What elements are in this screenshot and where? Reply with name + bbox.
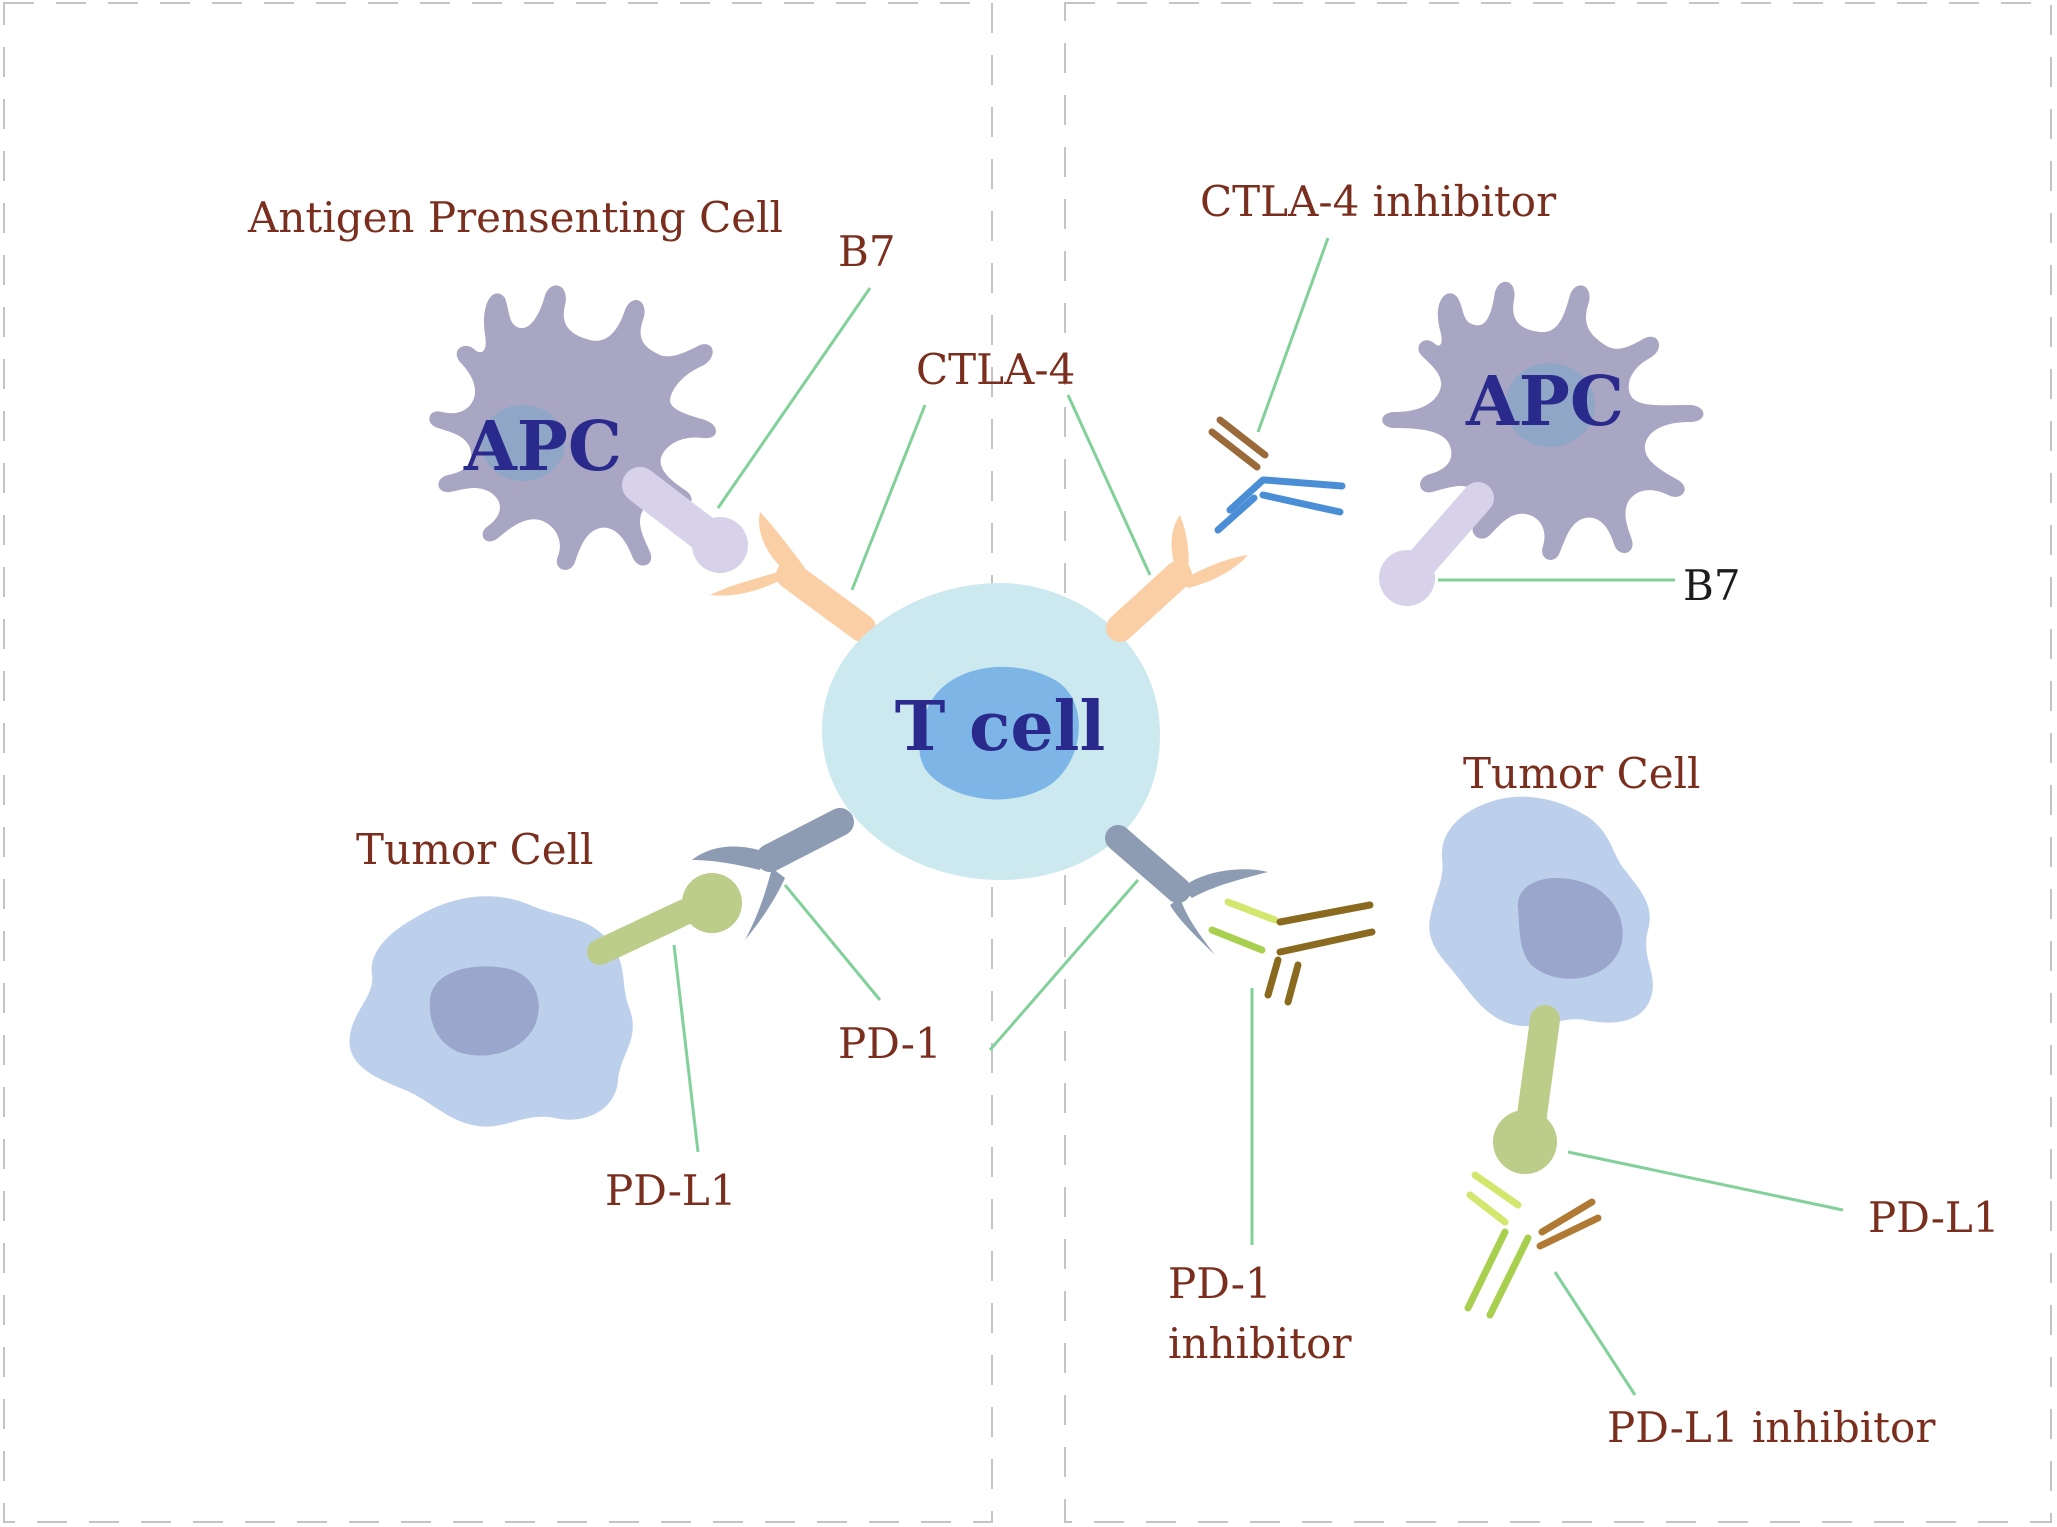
ctla4-right-receptor	[1106, 515, 1248, 642]
pdl1-inhibitor-label: PD-L1 inhibitor	[1607, 1403, 1936, 1452]
pdl1-left-molecule	[587, 873, 742, 965]
apc-right-nucleus	[1505, 363, 1595, 447]
ctla4-left-receptor	[710, 512, 876, 642]
pdl1-left-label: PD-L1	[605, 1166, 737, 1215]
ctla4-inhibitor-label: CTLA-4 inhibitor	[1200, 177, 1557, 226]
tumor-cell-left	[349, 896, 633, 1127]
ctla4-inhibitor-antibody	[1208, 416, 1346, 534]
panel-borders	[3, 2, 2052, 1523]
pdl1-inhibitor-antibody	[1464, 1171, 1602, 1319]
tumor-cell-left-label: Tumor Cell	[356, 825, 593, 874]
leader-lines	[672, 237, 1844, 1396]
pdl1-right-label: PD-L1	[1868, 1193, 2000, 1242]
antigen-presenting-cell-label: Antigen Prensenting Cell	[247, 193, 783, 242]
apc-right-label: APC	[1465, 362, 1624, 442]
t-cell-nucleus	[919, 666, 1079, 800]
pd1-right-receptor	[1105, 825, 1268, 955]
t-cell: T cell	[822, 583, 1160, 880]
pd1-left-receptor	[692, 808, 854, 940]
pd1-label: PD-1	[838, 1019, 942, 1068]
tumor-cell-right-nucleus	[1517, 878, 1623, 979]
ctla4-label: CTLA-4	[916, 345, 1075, 394]
b7-left-label: B7	[838, 227, 896, 276]
t-cell-label: T cell	[895, 687, 1106, 767]
pd1-inhibitor-label-line1: PD-1	[1168, 1259, 1272, 1308]
left-panel-border	[3, 2, 993, 1523]
tumor-cell-right-label: Tumor Cell	[1463, 749, 1700, 798]
pd1-inhibitor-label-line2: inhibitor	[1168, 1319, 1352, 1368]
apc-left-nucleus	[481, 405, 565, 481]
tumor-cell-left-nucleus	[429, 966, 539, 1056]
pd1-inhibitor-antibody	[1208, 898, 1376, 1006]
labels: Antigen Prensenting Cell B7 CTLA-4 CTLA-…	[247, 177, 2000, 1452]
b7-left-molecule	[622, 467, 748, 573]
pdl1-right-molecule	[1493, 1005, 1560, 1174]
apc-right: APC	[1382, 281, 1704, 560]
b7-right-label: B7	[1683, 561, 1741, 610]
tumor-cell-right	[1429, 796, 1653, 1027]
apc-left-label: APC	[463, 407, 622, 487]
b7-right-molecule	[1379, 482, 1494, 606]
right-panel-border	[1064, 2, 2052, 1523]
